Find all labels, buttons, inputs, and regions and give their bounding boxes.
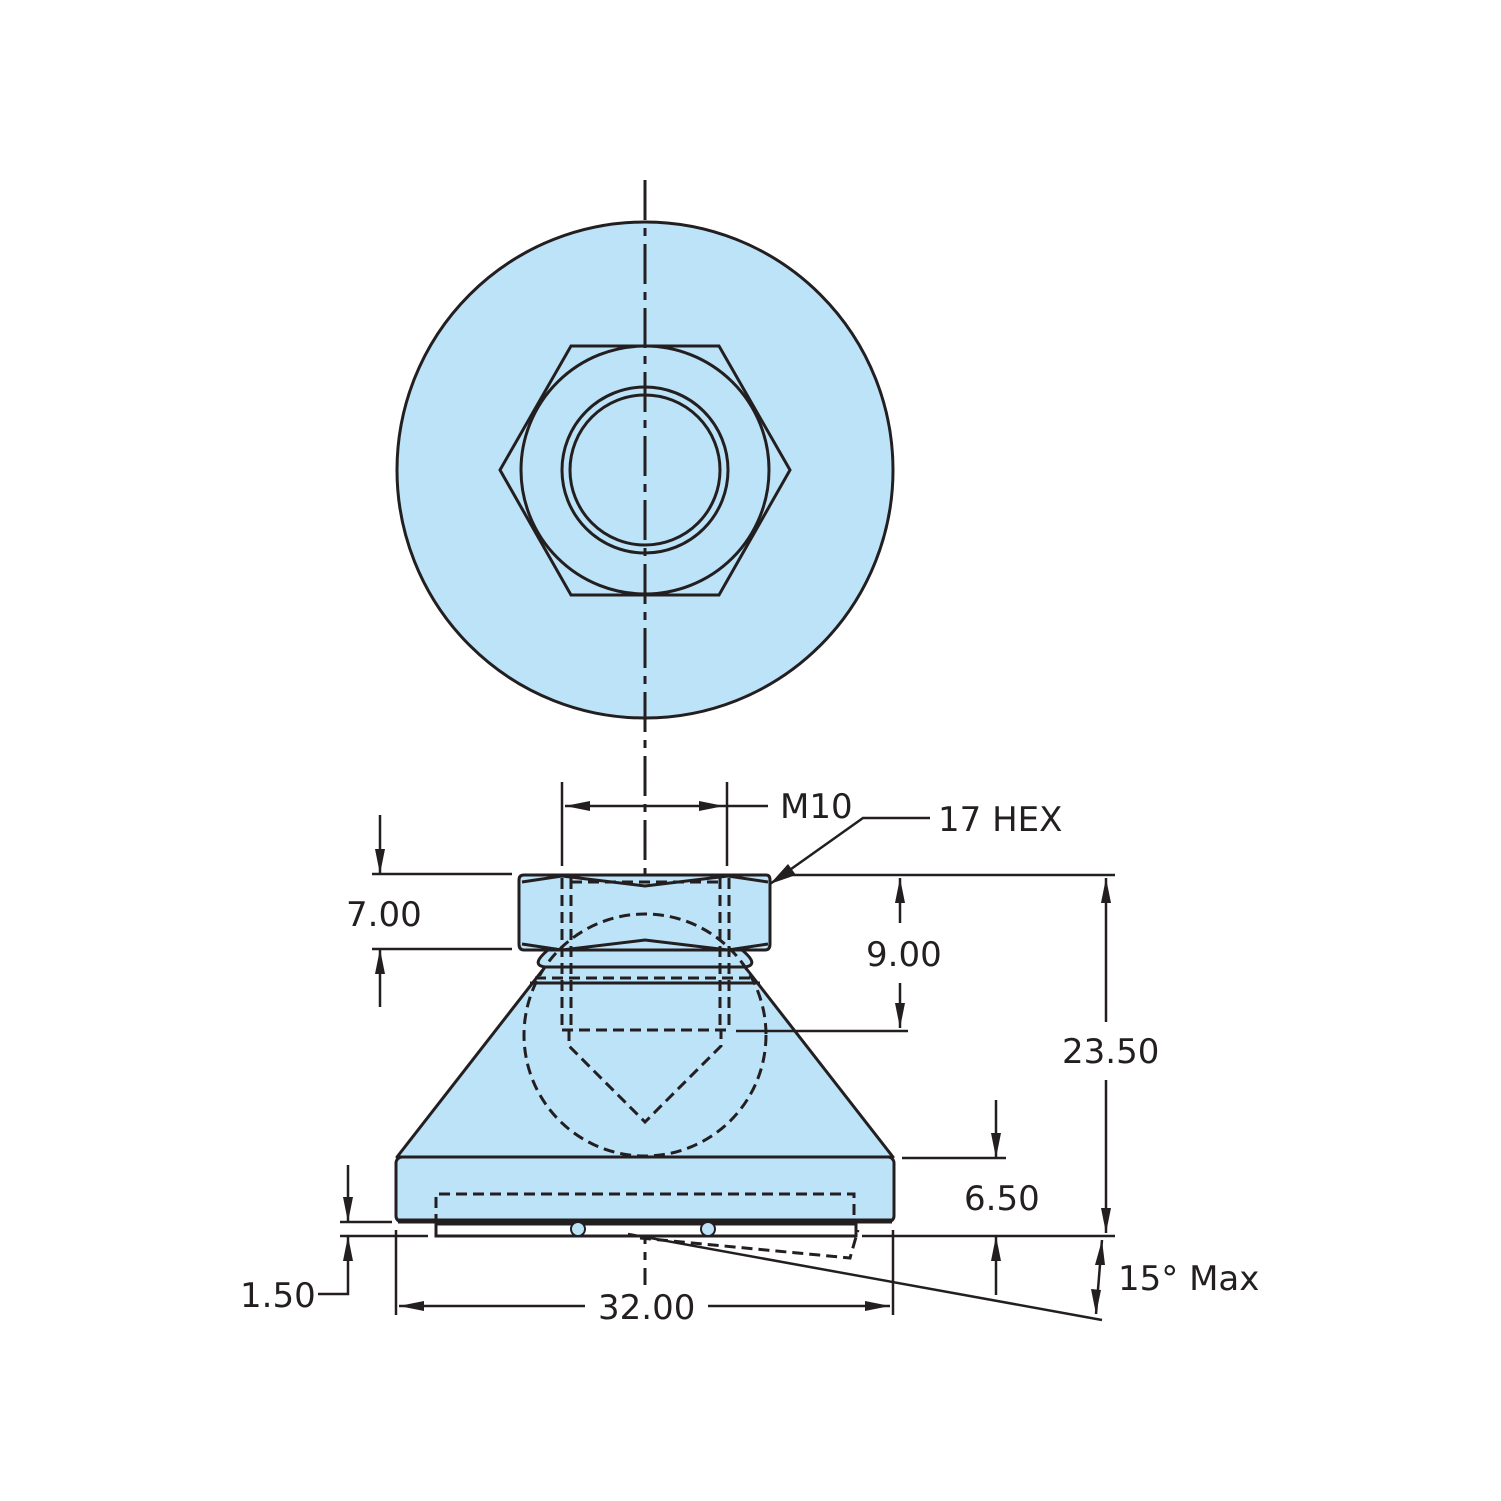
pad-texture [570, 1221, 716, 1237]
hidden-ball [522, 912, 768, 1158]
overall-height-label: 23.50 [1062, 1032, 1159, 1072]
hidden-pad-recess [434, 1192, 856, 1225]
tilted-pad-hidden [639, 1229, 860, 1260]
base-diameter-label: 32.00 [598, 1288, 695, 1328]
thread-depth-label: 9.00 [866, 935, 942, 975]
hex-label: 17 HEX [938, 800, 1062, 840]
pad [434, 1222, 858, 1238]
hex-height-label: 7.00 [346, 895, 422, 935]
pad-thickness-label: 1.50 [240, 1276, 316, 1316]
hex-chamfer-top [521, 874, 769, 888]
base-height-label: 6.50 [964, 1179, 1040, 1219]
base-plate [394, 1155, 896, 1224]
hex-chamfer-bottom [521, 938, 769, 952]
hex-nut-outline [498, 344, 792, 597]
tilt-angle-label: 15° Max [1118, 1259, 1259, 1299]
cone-body [395, 965, 895, 1159]
dimensions: M10 17 HEX 7.00 9.00 23.50 6.5 [240, 782, 1259, 1328]
m10-label: M10 [780, 787, 853, 827]
hidden-drill-point [567, 1030, 723, 1125]
side-view [394, 873, 896, 1260]
